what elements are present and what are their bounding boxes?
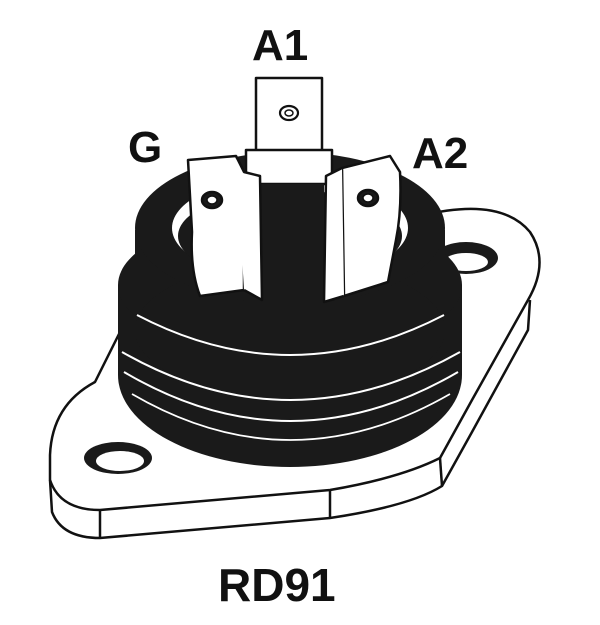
terminal-a2 bbox=[322, 154, 402, 304]
terminal-a1 bbox=[244, 76, 334, 306]
terminal-g bbox=[186, 154, 264, 302]
pin-label-a2: A2 bbox=[412, 129, 469, 178]
package-name-label: RD91 bbox=[218, 559, 336, 611]
pin-label-g: G bbox=[128, 123, 163, 172]
mounting-hole-left bbox=[84, 442, 152, 474]
pin-label-a1: A1 bbox=[252, 21, 309, 70]
